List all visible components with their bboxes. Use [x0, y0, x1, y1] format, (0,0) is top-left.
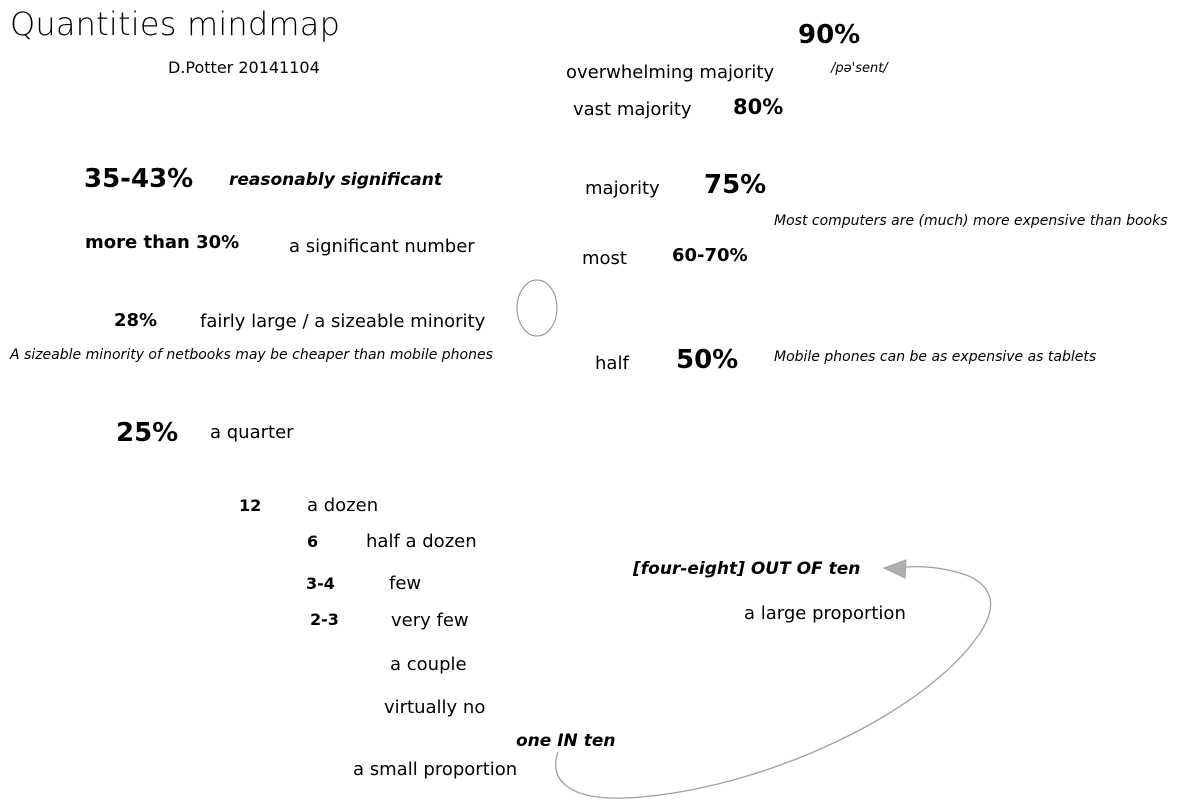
curved-arrow-one-in-ten-to-out-of-ten [555, 559, 992, 799]
term-few: few [389, 573, 422, 594]
example-sentence-mobile-phones-tablets: Mobile phones can be as expensive as tab… [774, 349, 1097, 365]
page-title: Quantities mindmap [10, 5, 341, 43]
value-80-percent: 80% [733, 95, 784, 119]
value-25-percent: 25% [116, 418, 179, 448]
value-more-than-30-percent: more than 30% [85, 232, 240, 253]
term-a-quarter: a quarter [210, 422, 294, 443]
arrow-curve-path [555, 566, 992, 799]
pattern-out-of-ten: [four-eight] OUT OF ten [633, 559, 861, 579]
value-35-43-percent: 35-43% [84, 164, 194, 194]
term-reasonably-significant: reasonably significant [229, 170, 442, 190]
term-overwhelming-majority: overwhelming majority [566, 62, 775, 83]
value-50-percent: 50% [676, 345, 739, 375]
term-fairly-large-sizeable-minority: fairly large / a sizeable minority [200, 311, 486, 332]
ipa-percent-pronunciation: /pə'sent/ [831, 61, 888, 76]
value-60-70-percent: 60-70% [672, 245, 748, 266]
term-majority: majority [585, 178, 660, 199]
example-sentence-computers-books: Most computers are (much) more expensive… [774, 213, 1168, 229]
term-half-a-dozen: half a dozen [366, 531, 477, 552]
value-75-percent: 75% [704, 170, 767, 200]
value-90-percent: 90% [798, 20, 861, 50]
term-a-dozen: a dozen [307, 495, 379, 516]
term-vast-majority: vast majority [573, 99, 692, 120]
term-virtually-no: virtually no [384, 697, 486, 718]
term-most: most [582, 248, 627, 269]
example-sentence-netbooks-mobile-phones: A sizeable minority of netbooks may be c… [10, 347, 493, 363]
term-half: half [595, 353, 629, 374]
term-a-small-proportion: a small proportion [353, 759, 518, 780]
value-6: 6 [307, 532, 319, 551]
term-a-large-proportion: a large proportion [744, 603, 906, 624]
pattern-one-in-ten: one IN ten [516, 731, 616, 751]
value-12: 12 [239, 496, 262, 515]
term-a-couple: a couple [390, 654, 467, 675]
value-28-percent: 28% [114, 310, 158, 331]
arrow-head [882, 559, 907, 579]
term-a-significant-number: a significant number [289, 236, 475, 257]
blank-ellipse-placeholder [516, 279, 558, 337]
value-3-4: 3-4 [306, 574, 335, 593]
term-very-few: very few [391, 610, 469, 631]
value-2-3: 2-3 [310, 610, 339, 629]
author-date-subtitle: D.Potter 20141104 [168, 58, 320, 77]
